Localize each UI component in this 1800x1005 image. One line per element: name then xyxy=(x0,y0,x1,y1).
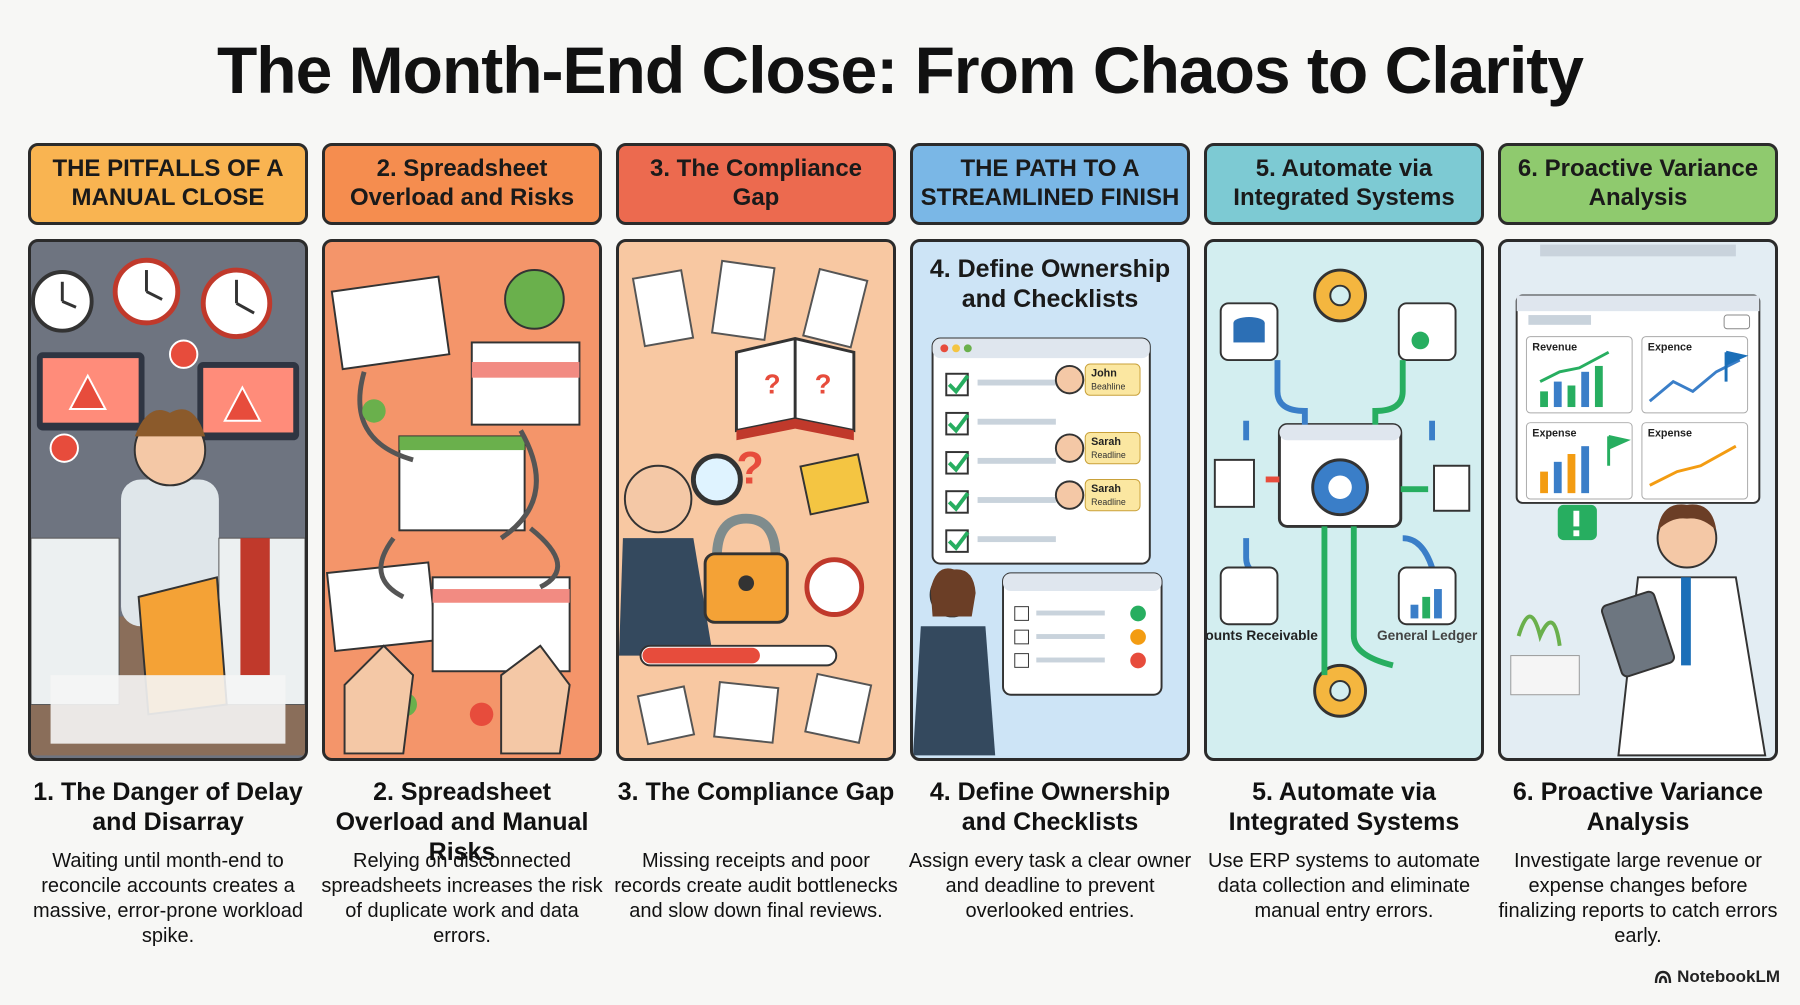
column-2-caption-text: Relying on disconnected spreadsheets inc… xyxy=(321,850,603,947)
clock-icon xyxy=(200,267,273,340)
chart-card-title: Revenue xyxy=(1532,341,1577,353)
plant-icon xyxy=(1516,614,1562,647)
owner-name: Sarah xyxy=(1091,483,1121,495)
column-6-illustration: Revenue Expence Expense Expense xyxy=(1498,239,1778,761)
column-5-header: 5. Automate via Integrated Systems xyxy=(1204,143,1484,225)
padlock-icon xyxy=(703,513,789,624)
column-4-illustration: 4. Define Ownership and Checklists xyxy=(910,239,1190,761)
column-5-illustration: Accounts Receivable General Ledger xyxy=(1204,239,1484,761)
invoice-icon xyxy=(1397,302,1457,362)
avatar xyxy=(1054,433,1085,463)
chart-card-title: Expense xyxy=(1648,427,1692,439)
warning-icon xyxy=(68,373,107,410)
column-1-caption-text: Waiting until month-end to reconcile acc… xyxy=(32,850,304,947)
accounts-receivable-label: Accounts Receivable xyxy=(1207,628,1318,643)
stressed-accountant-illustration xyxy=(31,257,305,756)
column-2-caption-title: 2. Spreadsheet Overload and Manual Risks xyxy=(335,778,589,866)
brand-label: NotebookLM xyxy=(1677,967,1780,986)
general-ledger-label: General Ledger xyxy=(1377,628,1478,643)
notebooklm-brand: NotebookLM xyxy=(1654,967,1780,987)
column-3-caption-text: Missing receipts and poor records create… xyxy=(614,850,898,922)
line-chart-icon xyxy=(1648,358,1741,403)
owner-role: Readline xyxy=(1091,450,1126,460)
flag-icon xyxy=(1607,434,1631,466)
column-4-caption-text: Assign every task a clear owner and dead… xyxy=(908,850,1192,922)
column-3-illustration: ? ? ? xyxy=(616,239,896,761)
gear-icon xyxy=(1313,268,1367,323)
clock-icon xyxy=(112,257,181,326)
column-3: 3. The Compliance Gap ? ? ? xyxy=(614,143,898,922)
flag-icon xyxy=(1724,350,1749,382)
bug-icon xyxy=(469,702,494,727)
avatar xyxy=(1054,364,1085,395)
variance-analysis-illustration: Revenue Expence Expense Expense xyxy=(1510,244,1767,757)
owner-name: Sarah xyxy=(1091,436,1121,448)
column-5-caption-text: Use ERP systems to automate data collect… xyxy=(1208,850,1480,922)
owner-name: John xyxy=(1091,368,1117,380)
checklist-illustration: John Beahline Sarah Readline Sarah Readl… xyxy=(913,337,1163,756)
magnifier-icon xyxy=(690,453,743,506)
owner-role: Beahline xyxy=(1091,381,1125,391)
goblin-icon xyxy=(504,269,565,330)
column-4-art-title: 4. Define Ownership and Checklists xyxy=(929,255,1171,313)
alert-icon xyxy=(168,339,199,369)
column-2-illustration xyxy=(322,239,602,761)
chart-card-title: Expense xyxy=(1532,427,1576,439)
folder-icon xyxy=(799,453,870,516)
compliance-gap-illustration: ? ? ? xyxy=(619,259,873,746)
tablet-icon xyxy=(1600,590,1676,678)
column-5-caption-title: 5. Automate via Integrated Systems xyxy=(1228,778,1460,836)
bar-chart-icon xyxy=(1540,446,1590,494)
bug-icon xyxy=(362,399,386,423)
svg-text:?: ? xyxy=(764,368,781,399)
alert-icon xyxy=(49,433,79,463)
notebooklm-logo-icon xyxy=(1654,970,1672,984)
chart-card-title: Expence xyxy=(1648,341,1692,353)
svg-text:?: ? xyxy=(815,368,832,399)
column-4: THE PATH TO A STREAMLINED FINISH 4. Defi… xyxy=(909,143,1191,922)
column-3-header: 3. The Compliance Gap xyxy=(616,143,896,225)
column-2-header: 2. Spreadsheet Overload and Risks xyxy=(322,143,602,225)
bar-chart-icon xyxy=(1539,350,1610,408)
column-6-caption-text: Investigate large revenue or expense cha… xyxy=(1498,850,1778,947)
receipt-icon xyxy=(631,259,873,746)
avatar xyxy=(1054,480,1085,510)
spreadsheet-chaos-illustration xyxy=(325,269,581,755)
spreadsheet-icon xyxy=(325,275,581,673)
column-4-header: THE PATH TO A STREAMLINED FINISH xyxy=(910,143,1190,225)
line-chart-icon xyxy=(1649,444,1737,487)
gear-icon xyxy=(1313,663,1367,718)
clock-icon xyxy=(31,270,94,333)
column-1-caption-title: 1. The Danger of Delay and Disarray xyxy=(33,778,303,836)
document-icon xyxy=(1219,566,1279,626)
column-6-caption-title: 6. Proactive Variance Analysis xyxy=(1512,778,1764,836)
column-2: 2. Spreadsheet Overload and Risks xyxy=(321,143,603,947)
column-5: 5. Automate via Integrated Systems xyxy=(1204,143,1484,922)
clock-icon xyxy=(804,557,865,617)
checkbox-icon xyxy=(945,372,970,553)
column-4-caption-title: 4. Define Ownership and Checklists xyxy=(929,778,1171,836)
column-6-header: 6. Proactive Variance Analysis xyxy=(1498,143,1778,225)
column-1-header: THE PITFALLS OF A MANUAL CLOSE xyxy=(28,143,308,225)
open-book-icon xyxy=(734,337,856,441)
column-1-illustration xyxy=(28,239,308,761)
warning-icon xyxy=(223,385,262,422)
column-6: 6. Proactive Variance Analysis Revenue E… xyxy=(1498,143,1778,947)
integrated-systems-illustration: Accounts Receivable General Ledger xyxy=(1207,268,1478,718)
owner-role: Readline xyxy=(1091,497,1126,507)
column-3-caption-title: 3. The Compliance Gap xyxy=(617,778,895,806)
page-title: The Month-End Close: From Chaos to Clari… xyxy=(216,33,1584,107)
search-icon xyxy=(1723,314,1751,330)
column-1: THE PITFALLS OF A MANUAL CLOSE xyxy=(28,143,308,947)
